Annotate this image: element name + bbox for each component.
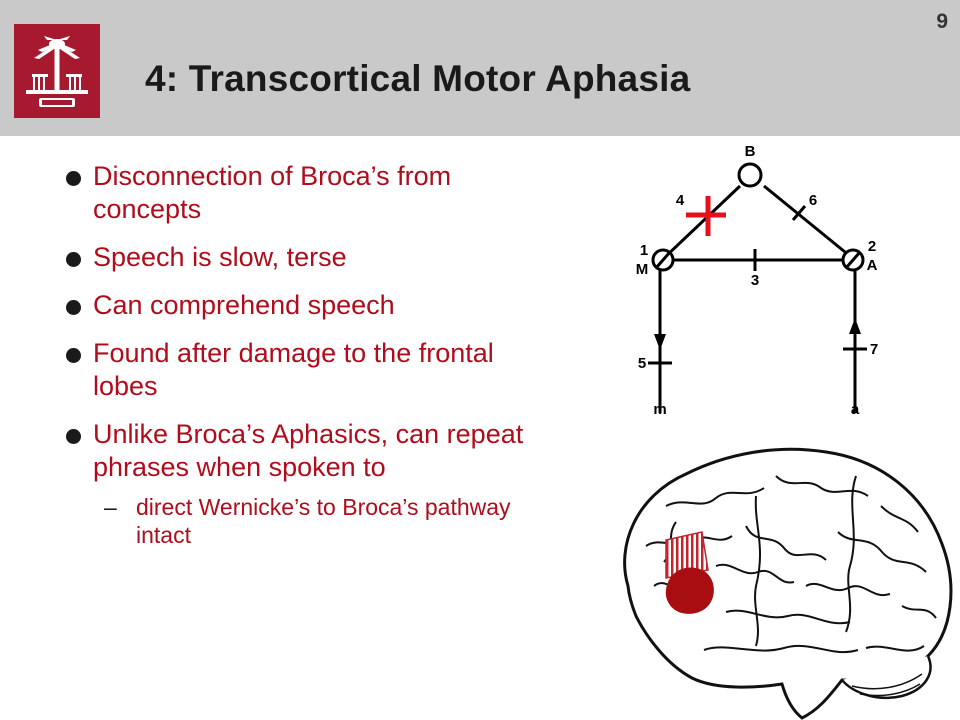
slide-number: 9 [936, 10, 948, 33]
bullet-text: Can comprehend speech [93, 290, 395, 320]
bullet-item: Speech is slow, terse [66, 241, 556, 274]
bullet-dot-icon [66, 300, 81, 315]
header-band [0, 0, 960, 136]
brain-illustration [623, 447, 953, 720]
label-path-4: 4 [676, 192, 685, 209]
lesion-tick-6 [791, 205, 807, 221]
label-node-2: 2 [868, 238, 876, 255]
label-node-m: M [636, 261, 649, 278]
bullet-text: Disconnection of Broca’s from concepts [93, 161, 452, 224]
brain-lesion-broca [665, 567, 714, 614]
bullet-dot-icon [66, 429, 81, 444]
bullet-text: Speech is slow, terse [93, 242, 347, 272]
label-path-3: 3 [751, 272, 759, 289]
palmetto-tree-icon [14, 24, 100, 118]
bullet-dot-icon [66, 171, 81, 186]
sub-bullet-dash: – [104, 494, 117, 520]
path-b-m [661, 184, 742, 261]
lesion-4-cross-icon [686, 196, 726, 236]
bullet-item: Can comprehend speech [66, 289, 556, 322]
node-a-slash [844, 251, 862, 269]
cerebellum [841, 655, 932, 700]
slide-title: 4: Transcortical Motor Aphasia [145, 58, 691, 99]
path-b-a [763, 184, 846, 254]
bullet-item: Disconnection of Broca’s from concepts [66, 160, 556, 226]
lichtheim-model-diagram: B 4 6 1 M 2 A 3 5 7 m a [636, 143, 878, 418]
label-node-a: A [867, 257, 878, 274]
sub-bullet-item: – direct Wernicke’s to Broca’s pathway i… [66, 493, 556, 549]
bullet-text: Unlike Broca’s Aphasics, can repeat phra… [93, 419, 524, 482]
bullet-dot-icon [66, 348, 81, 363]
label-path-5: 5 [638, 355, 646, 372]
arrow-down-icon [654, 334, 666, 350]
label-node-1: 1 [640, 242, 648, 259]
label-node-b: B [745, 143, 756, 160]
university-logo [14, 24, 100, 118]
arrow-up-icon [849, 318, 861, 334]
label-input-a: a [851, 401, 860, 418]
bullet-text: Found after damage to the frontal lobes [93, 338, 494, 401]
label-path-7: 7 [870, 341, 878, 358]
sub-bullet-text: direct Wernicke’s to Broca’s pathway int… [136, 494, 511, 548]
node-b-circle [737, 162, 763, 188]
bullet-list: Disconnection of Broca’s from concepts S… [66, 160, 556, 549]
brain-lesion-hatched [665, 531, 709, 579]
label-path-6: 6 [809, 192, 817, 209]
bullet-item: Unlike Broca’s Aphasics, can repeat phra… [66, 418, 556, 484]
bullet-dot-icon [66, 252, 81, 267]
label-output-m: m [653, 401, 666, 418]
bullet-item: Found after damage to the frontal lobes [66, 337, 556, 403]
node-m-slash [654, 251, 672, 269]
